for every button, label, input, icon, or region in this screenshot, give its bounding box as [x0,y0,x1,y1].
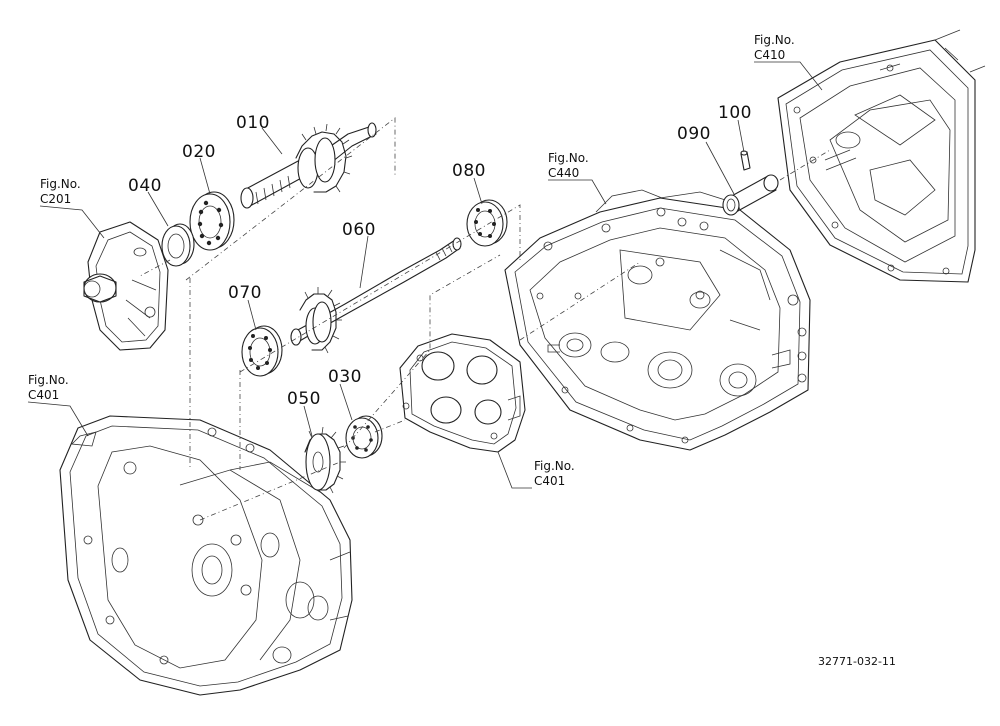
part-label-030: 030 [328,367,362,387]
seal-040 [161,223,195,267]
pin-100 [740,150,751,171]
fig-ref-c401-mid-line2: C401 [534,474,565,488]
front-case-c401 [59,415,353,696]
bearing-080 [466,199,508,247]
part-number-labels: 010 020 030 040 050 060 070 080 090 100 [128,103,752,409]
fig-ref-c440-line1: Fig.No. [548,151,589,165]
fig-ref-c401-left-line1: Fig.No. [28,373,69,387]
bearing-020 [189,191,235,251]
shaft-010 [240,122,377,209]
bearing-030 [345,415,383,459]
shaft-060 [290,237,462,354]
leader-lines [27,61,823,489]
housing-c410 [777,29,986,283]
fig-ref-c410-line2: C410 [754,48,785,62]
part-label-010: 010 [236,113,270,133]
plate-c401-middle [399,333,526,453]
part-label-090: 090 [677,124,711,144]
gear-050 [304,426,346,494]
part-label-050: 050 [287,389,321,409]
fig-ref-c201-line1: Fig.No. [40,177,81,191]
fig-ref-c401-mid-line1: Fig.No. [534,459,575,473]
sleeve-090 [722,174,779,216]
figure-ref-labels: Fig.No. C201 Fig.No. C401 Fig.No. C401 F… [28,33,795,488]
drawing-id: 32771-032-11 [818,655,896,668]
part-label-080: 080 [452,161,486,181]
fig-ref-c201-line2: C201 [40,192,71,206]
fig-ref-c410-line1: Fig.No. [754,33,795,47]
fig-ref-c401-left-line2: C401 [28,388,59,402]
part-label-070: 070 [228,283,262,303]
fig-ref-c440-line2: C440 [548,166,579,180]
part-label-100: 100 [718,103,752,123]
assembly-lines [139,117,831,521]
part-label-040: 040 [128,176,162,196]
part-label-020: 020 [182,142,216,162]
cover-c201 [83,221,169,351]
bearing-070 [241,325,283,377]
part-label-060: 060 [342,220,376,240]
